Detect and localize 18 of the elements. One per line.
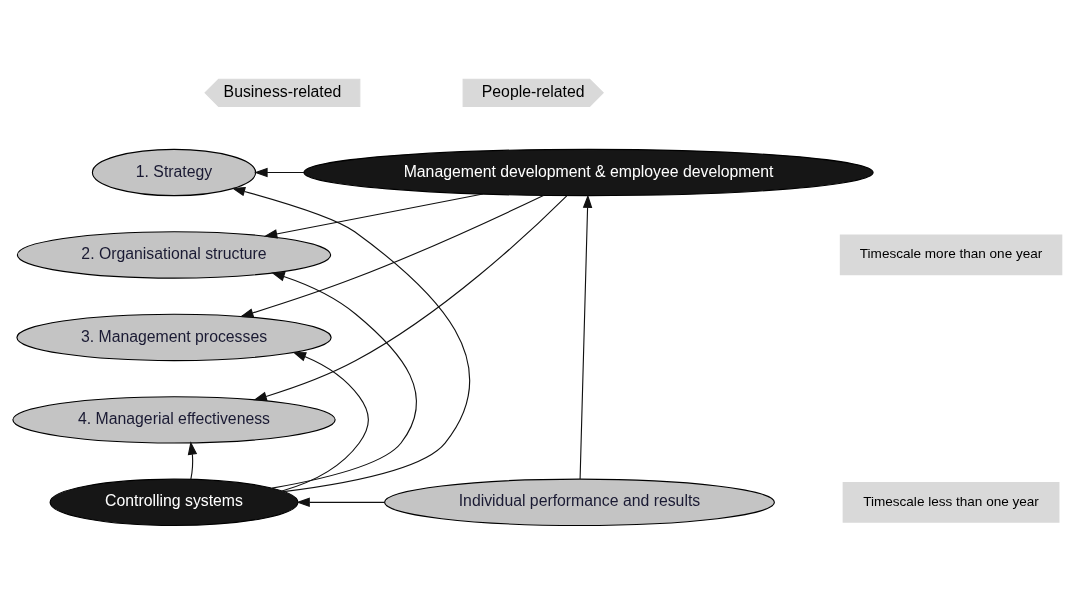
label: Timescale more than one year (859, 245, 1043, 261)
label: Business-related (223, 82, 342, 100)
arrow (296, 497, 385, 507)
node-ellipse: 4. Managerial effectiveness (12, 395, 336, 444)
arrow (271, 271, 417, 489)
arrow (253, 194, 568, 401)
node-ellipse: Controlling systems (49, 478, 299, 526)
arrow (281, 351, 369, 491)
arrow (254, 167, 305, 177)
arrow (187, 440, 198, 480)
arrow (579, 193, 593, 479)
arrow (231, 186, 471, 492)
node-ellipse: Individual performance and results (384, 478, 775, 526)
arrow (263, 193, 484, 239)
node-ellipse: Management development & employee development (303, 148, 874, 196)
label: Timescale less than one year (863, 493, 1039, 509)
arrow (239, 194, 544, 317)
label: People-related (481, 82, 585, 100)
